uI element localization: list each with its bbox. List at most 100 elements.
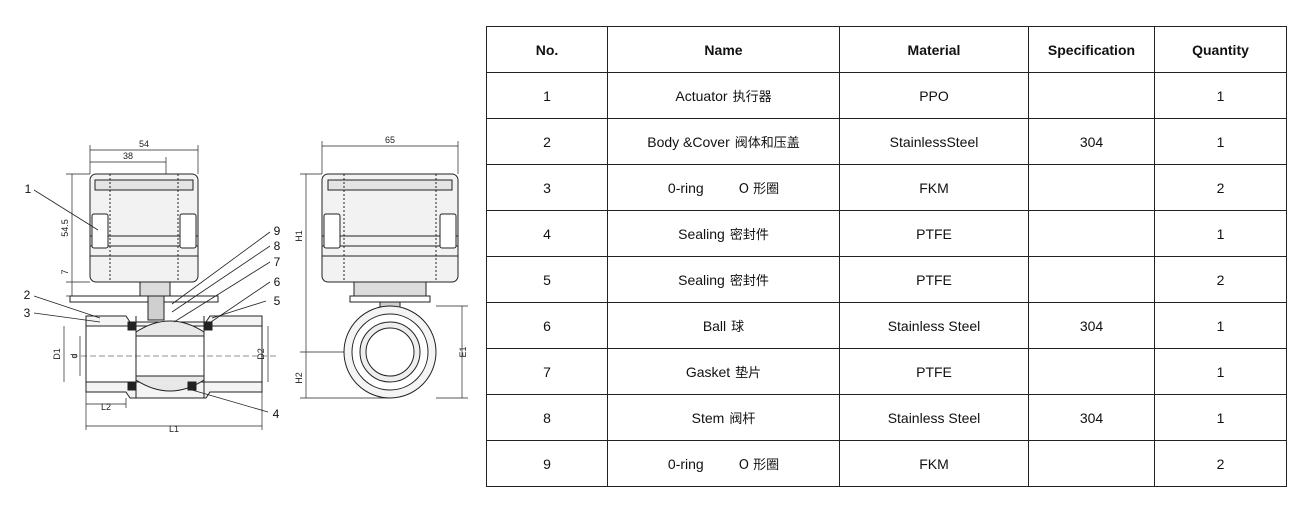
cell-material: Stainless Steel bbox=[839, 394, 1029, 441]
cell-name: 0-ring O 形圈 bbox=[607, 164, 840, 211]
callout-5: 5 bbox=[274, 294, 281, 308]
cell-quantity: 1 bbox=[1154, 118, 1287, 165]
dim-width-54: 54 bbox=[139, 139, 149, 149]
cell-name: Body &Cover 阀体和压盖 bbox=[607, 118, 840, 165]
callout-3: 3 bbox=[24, 306, 31, 320]
part-name-cn: 密封件 bbox=[729, 274, 769, 289]
cell-specification bbox=[1028, 164, 1155, 211]
cell-quantity: 1 bbox=[1154, 394, 1287, 441]
dim-d1: D1 bbox=[52, 348, 62, 360]
dim-width-38: 38 bbox=[123, 151, 133, 161]
dim-d: d bbox=[69, 353, 79, 358]
part-name-en: 0-ring bbox=[667, 456, 704, 472]
part-name-cn: O 形圈 bbox=[738, 182, 780, 197]
cell-material: FKM bbox=[839, 440, 1029, 487]
callout-4: 4 bbox=[273, 407, 280, 421]
cell-quantity: 2 bbox=[1154, 440, 1287, 487]
cell-no: 2 bbox=[486, 118, 608, 165]
cell-specification bbox=[1028, 440, 1155, 487]
cell-specification: 304 bbox=[1028, 394, 1155, 441]
table-row: 9 0-ring O 形圈 FKM 2 bbox=[486, 440, 1287, 487]
part-name-cn: 阀体和压盖 bbox=[734, 136, 800, 151]
table-row: 4 Sealing 密封件 PTFE 1 bbox=[486, 210, 1287, 257]
part-name-en: Ball bbox=[702, 318, 727, 334]
cell-no: 7 bbox=[486, 348, 608, 395]
cell-no: 6 bbox=[486, 302, 608, 349]
dim-l2: L2 bbox=[101, 402, 111, 412]
callout-leaders bbox=[33, 189, 271, 413]
callout-9: 9 bbox=[274, 224, 281, 238]
part-name-en: Sealing bbox=[678, 226, 725, 242]
cell-no: 5 bbox=[486, 256, 608, 303]
callout-2: 2 bbox=[24, 288, 31, 302]
part-name-en: Sealing bbox=[678, 272, 725, 288]
cell-specification: 304 bbox=[1028, 302, 1155, 349]
cell-specification bbox=[1028, 256, 1155, 303]
cell-quantity: 1 bbox=[1154, 348, 1287, 395]
callout-6: 6 bbox=[274, 275, 281, 289]
callout-8: 8 bbox=[274, 239, 281, 253]
part-name-en: Body &Cover bbox=[647, 134, 730, 150]
cell-material: FKM bbox=[839, 164, 1029, 211]
side-view-dimensions bbox=[300, 141, 468, 399]
cell-material: PPO bbox=[839, 72, 1029, 119]
table-row: 5 Sealing 密封件 PTFE 2 bbox=[486, 256, 1287, 303]
valve-technical-drawing: 54 38 54.5 7 D1 d D2 L2 L1 1 2 3 4 5 6 7… bbox=[0, 0, 480, 510]
part-name-en: Gasket bbox=[685, 364, 731, 380]
dim-h1: H1 bbox=[294, 230, 304, 242]
cell-name: Ball 球 bbox=[607, 302, 840, 349]
header-material: Material bbox=[839, 26, 1029, 73]
cell-specification: 304 bbox=[1028, 118, 1155, 165]
cell-name: Sealing 密封件 bbox=[607, 210, 840, 257]
header-specification: Specification bbox=[1028, 26, 1155, 73]
table-row: 3 0-ring O 形圈 FKM 2 bbox=[486, 164, 1287, 211]
dim-height-7: 7 bbox=[60, 269, 70, 274]
cell-material: Stainless Steel bbox=[839, 302, 1029, 349]
side-view bbox=[321, 173, 459, 399]
cell-no: 1 bbox=[486, 72, 608, 119]
cell-material: PTFE bbox=[839, 256, 1029, 303]
cell-no: 4 bbox=[486, 210, 608, 257]
cell-name: Sealing 密封件 bbox=[607, 256, 840, 303]
dim-height-54-5: 54.5 bbox=[60, 219, 70, 237]
dim-width-65: 65 bbox=[385, 135, 395, 145]
cell-quantity: 2 bbox=[1154, 256, 1287, 303]
part-name-cn: 执行器 bbox=[732, 90, 772, 105]
part-name-cn: 垫片 bbox=[735, 366, 762, 381]
dim-h2: H2 bbox=[294, 372, 304, 384]
part-name-cn: O 形圈 bbox=[738, 458, 780, 473]
cell-name: Gasket 垫片 bbox=[607, 348, 840, 395]
part-name-en: Stem bbox=[691, 410, 725, 426]
part-name-cn: 阀杆 bbox=[729, 412, 756, 427]
section-view bbox=[69, 173, 276, 399]
cell-material: PTFE bbox=[839, 210, 1029, 257]
part-name-en: 0-ring bbox=[667, 180, 704, 196]
parts-table: No. Name Material Specification Quantity… bbox=[486, 26, 1287, 487]
section-view-dimensions bbox=[63, 145, 269, 430]
cell-quantity: 1 bbox=[1154, 72, 1287, 119]
cell-no: 9 bbox=[486, 440, 608, 487]
part-name-cn: 密封件 bbox=[729, 228, 769, 243]
cell-material: StainlessSteel bbox=[839, 118, 1029, 165]
cell-specification bbox=[1028, 72, 1155, 119]
cell-quantity: 1 bbox=[1154, 210, 1287, 257]
cell-quantity: 1 bbox=[1154, 302, 1287, 349]
header-no: No. bbox=[486, 26, 608, 73]
header-quantity: Quantity bbox=[1154, 26, 1287, 73]
cell-specification bbox=[1028, 348, 1155, 395]
dim-e1: E1 bbox=[458, 346, 468, 357]
parts-table-header: No. Name Material Specification Quantity bbox=[486, 26, 1287, 73]
cell-no: 3 bbox=[486, 164, 608, 211]
callout-7: 7 bbox=[274, 255, 281, 269]
cell-material: PTFE bbox=[839, 348, 1029, 395]
cell-quantity: 2 bbox=[1154, 164, 1287, 211]
cell-specification bbox=[1028, 210, 1155, 257]
cell-no: 8 bbox=[486, 394, 608, 441]
cell-name: Stem 阀杆 bbox=[607, 394, 840, 441]
part-name-cn: 球 bbox=[731, 320, 745, 335]
